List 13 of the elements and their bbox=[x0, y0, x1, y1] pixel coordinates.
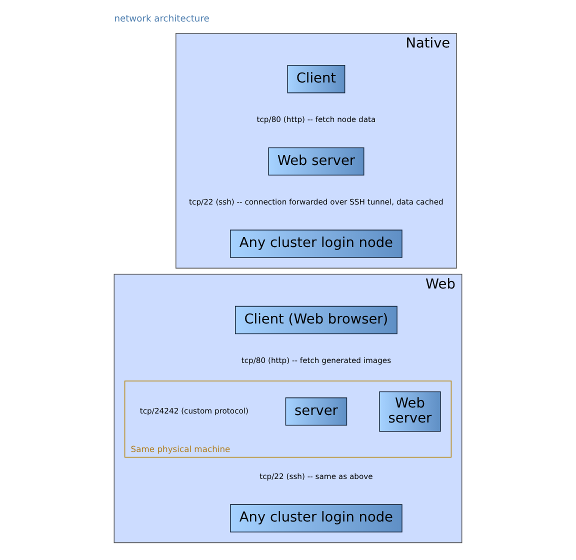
node-box: server bbox=[285, 397, 348, 426]
label: tcp/24242 (custom protocol) bbox=[140, 406, 249, 416]
diagram-title: network architecture bbox=[114, 14, 210, 25]
label: tcp/80 (http) -- fetch node data bbox=[256, 115, 376, 124]
node-box: Web server bbox=[379, 391, 441, 432]
node-box: Client (Web browser) bbox=[235, 306, 398, 334]
node-box: Client bbox=[287, 64, 346, 94]
label: tcp/22 (ssh) -- same as above bbox=[260, 472, 373, 482]
node-box: Any cluster login node bbox=[230, 504, 402, 532]
node-box: Any cluster login node bbox=[230, 230, 402, 258]
node-box: Web server bbox=[268, 147, 364, 176]
label: tcp/80 (http) -- fetch generated images bbox=[241, 356, 392, 366]
label: tcp/22 (ssh) -- connection forwarded over SSH tunnel, data cached bbox=[189, 198, 444, 207]
